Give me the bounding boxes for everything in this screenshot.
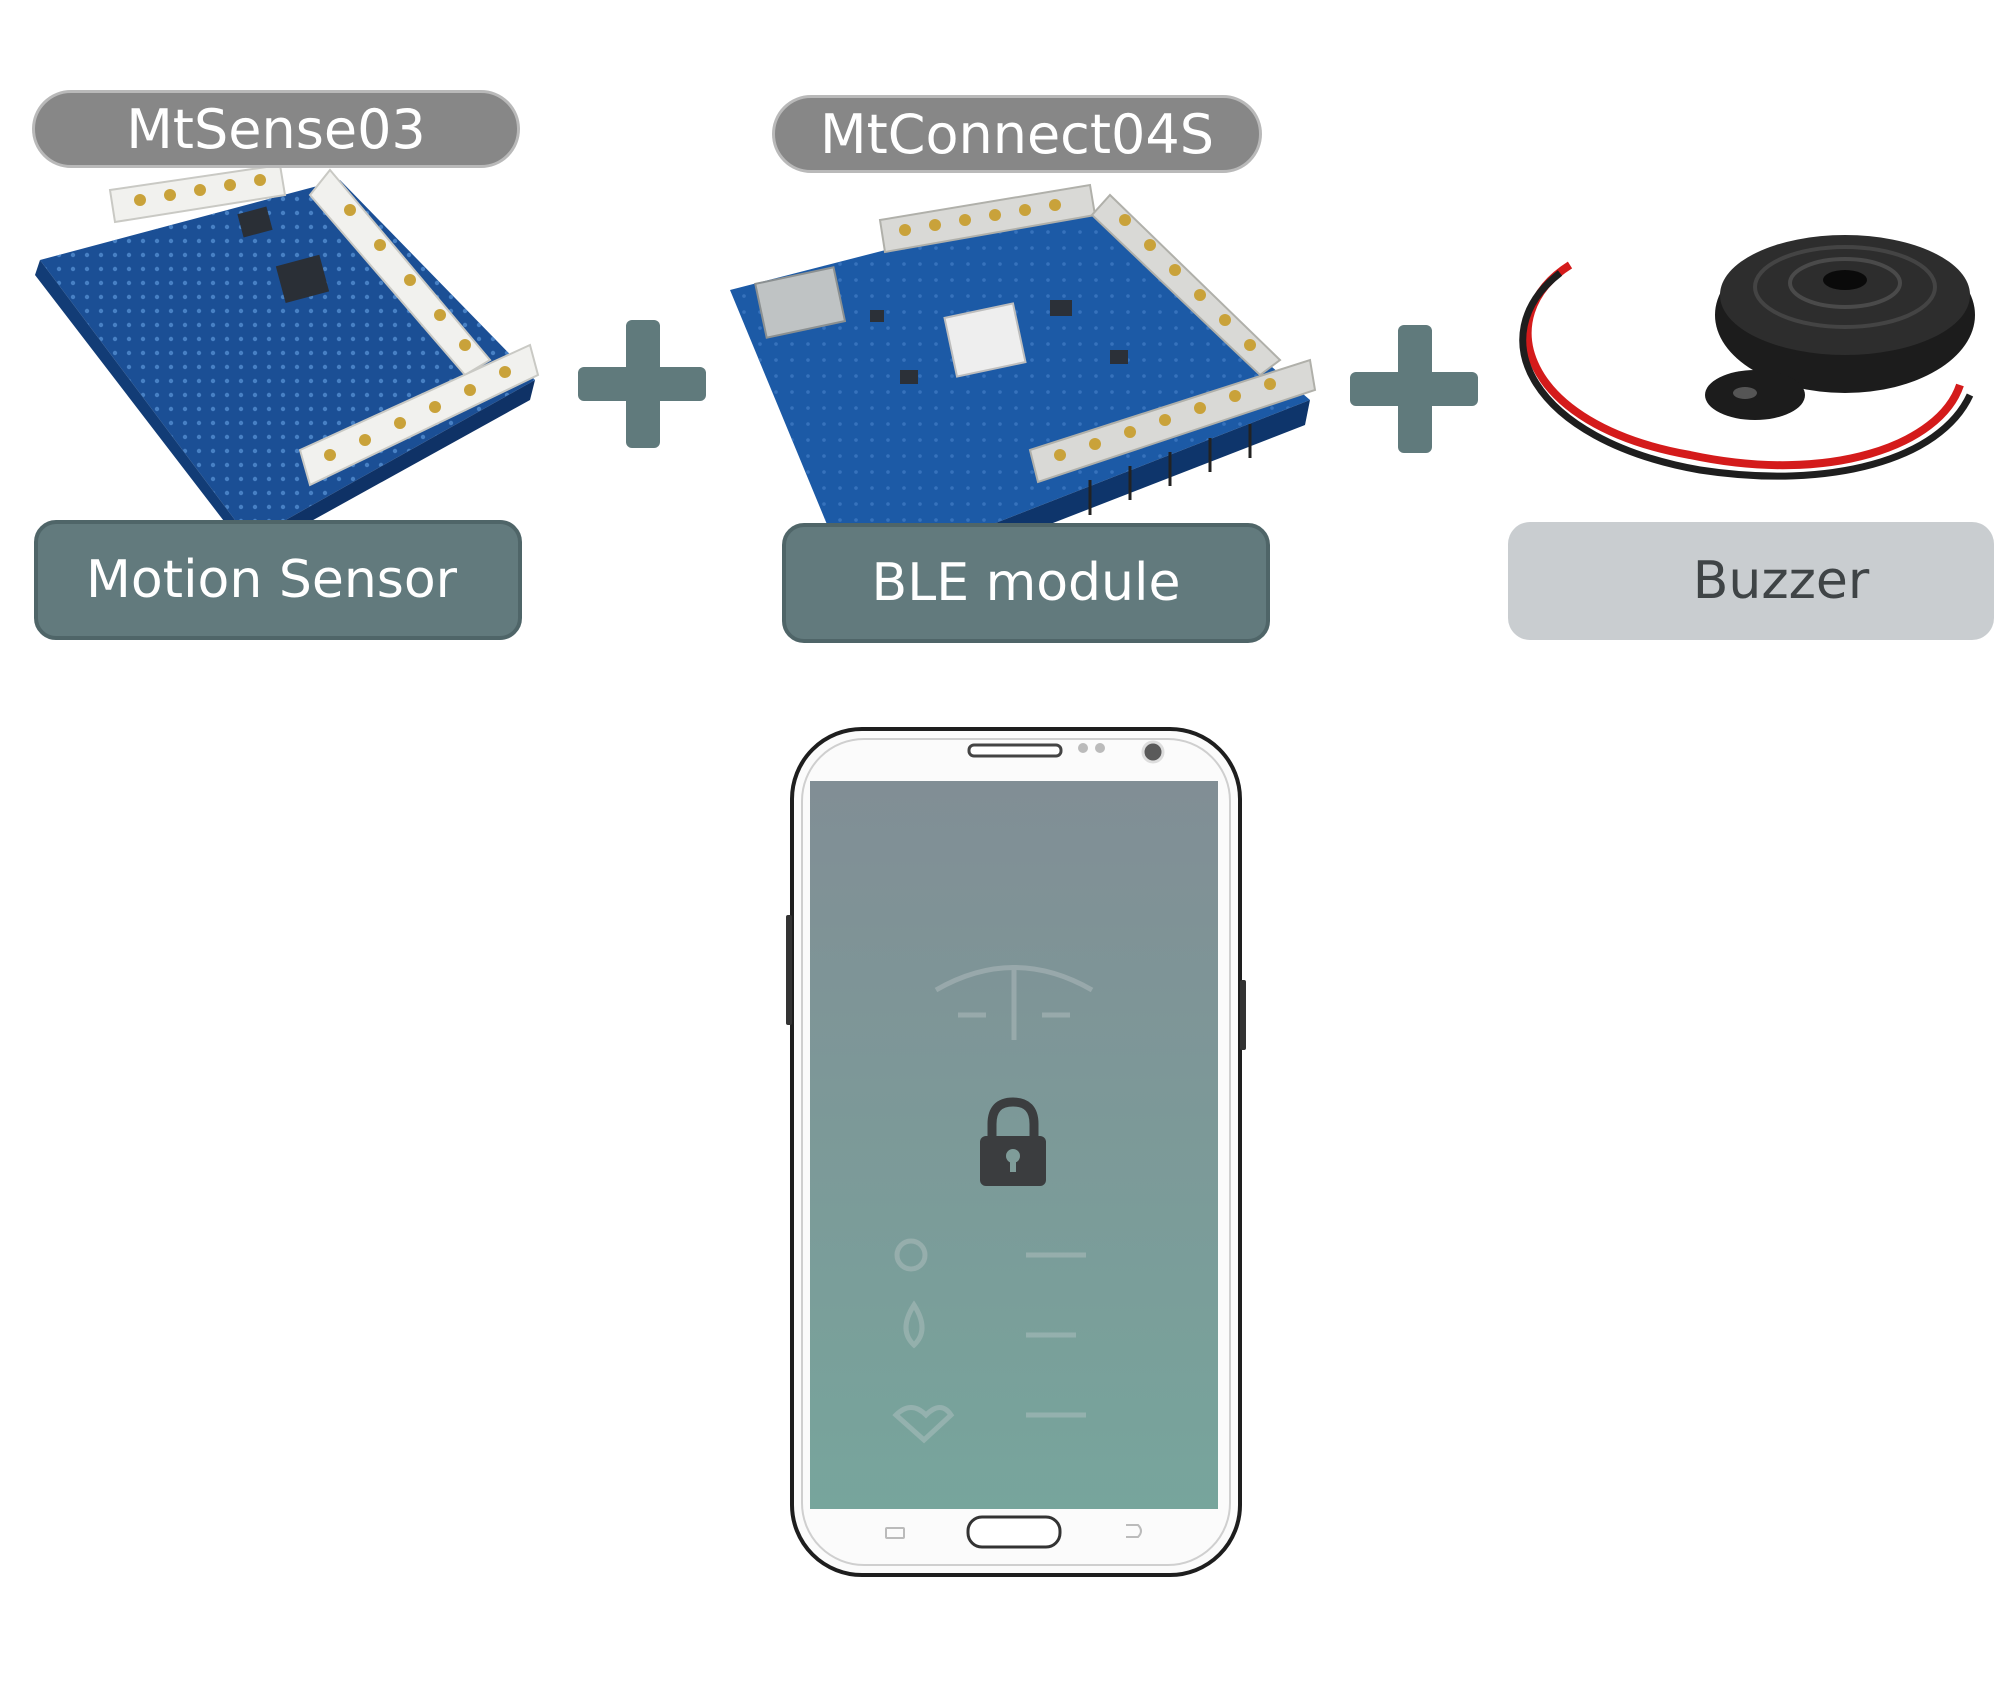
plus-icon (578, 320, 706, 448)
buzzer-device-image (1519, 235, 1975, 480)
motion-sensor-board-image (35, 163, 540, 555)
ble-module-model-text: MtConnect04S (819, 102, 1215, 166)
ble-module-model-label: MtConnect04S (772, 95, 1262, 173)
ble-module-role-label: BLE module (782, 523, 1270, 643)
plus-icon (1350, 325, 1478, 453)
buzzer-role-label: Buzzer (1508, 522, 1994, 640)
buzzer-role-text: Buzzer (1692, 551, 1870, 611)
ble-module-role-text: BLE module (871, 553, 1181, 613)
motion-sensor-model-text: MtSense03 (126, 97, 426, 161)
ble-module-board-image (730, 183, 1317, 600)
motion-sensor-role-label: Motion Sensor (34, 520, 522, 640)
motion-sensor-role-text: Motion Sensor (86, 550, 458, 610)
motion-sensor-model-label: MtSense03 (32, 90, 520, 168)
lock-icon (980, 1097, 1046, 1186)
